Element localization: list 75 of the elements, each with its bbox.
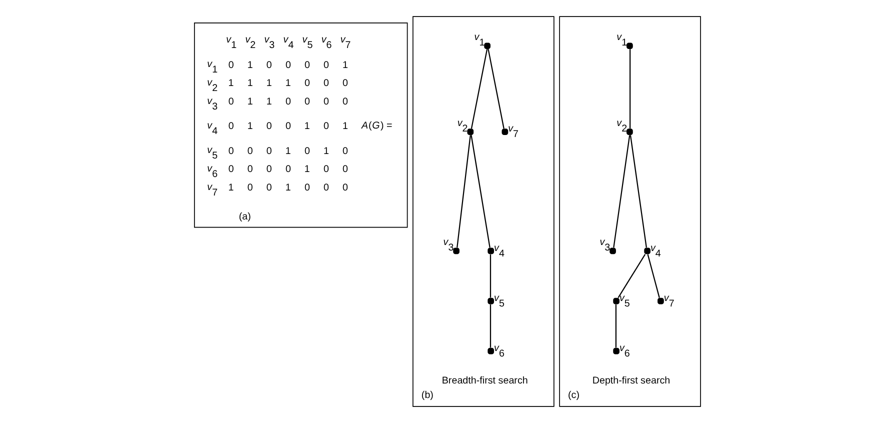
label: 0 xyxy=(342,96,348,108)
node-circle xyxy=(452,248,459,254)
label: 0 xyxy=(284,121,290,132)
label: 0 xyxy=(342,78,348,90)
label: 1 xyxy=(228,182,234,194)
label: 0 xyxy=(304,96,310,108)
label: 0 xyxy=(323,164,329,176)
node-circle xyxy=(612,348,619,354)
label: 1 xyxy=(228,78,234,90)
connector xyxy=(470,135,490,248)
label: 1 xyxy=(304,121,310,132)
label: 0 xyxy=(342,146,348,157)
label: 1 xyxy=(266,96,272,108)
node-circle xyxy=(644,248,650,254)
label: 0 xyxy=(323,121,329,132)
label: 0 xyxy=(284,60,290,71)
label: 1 xyxy=(246,60,252,71)
label: 0 xyxy=(266,60,272,71)
label: 0 xyxy=(304,78,310,90)
connector xyxy=(489,254,491,298)
label: 1 xyxy=(304,164,310,176)
label: 0 xyxy=(266,164,272,176)
label: 1 xyxy=(342,60,348,71)
label: 1 xyxy=(246,121,252,132)
node-circle xyxy=(484,42,490,50)
connector xyxy=(487,48,504,129)
label: 0 xyxy=(246,164,252,176)
node-circle xyxy=(626,42,632,50)
label: 1 xyxy=(284,146,290,157)
label: 1 xyxy=(266,78,272,90)
node-circle xyxy=(501,128,508,136)
label: 0 xyxy=(228,121,234,132)
label: 0 xyxy=(323,78,329,90)
node-circle xyxy=(612,298,619,304)
label: 0 xyxy=(342,182,348,194)
label: 0 xyxy=(342,164,348,176)
node-circle xyxy=(466,128,474,136)
label: 0 xyxy=(228,60,234,71)
label: 1 xyxy=(246,78,252,90)
label: 1 xyxy=(284,78,290,90)
label: 0 xyxy=(246,182,252,194)
label: 0 xyxy=(323,60,329,71)
node-circle xyxy=(487,248,494,254)
connector xyxy=(470,48,488,129)
connector xyxy=(646,254,660,298)
node-circle xyxy=(626,128,632,136)
connector xyxy=(617,254,646,298)
label: 0 xyxy=(304,60,310,71)
label: 0 xyxy=(284,164,290,176)
label: 0 xyxy=(266,182,272,194)
label: 0 xyxy=(304,146,310,157)
label: 1 xyxy=(342,121,348,132)
connector xyxy=(489,304,491,348)
node-circle xyxy=(487,298,494,304)
node-circle xyxy=(609,248,616,254)
label: 0 xyxy=(228,96,234,108)
label: 0 xyxy=(284,96,290,108)
connector xyxy=(456,135,470,248)
label: 1 xyxy=(284,182,290,194)
connector xyxy=(612,135,630,248)
label: 0 xyxy=(266,121,272,132)
label: 1 xyxy=(246,96,252,108)
connector xyxy=(614,304,616,348)
node-circle xyxy=(657,298,664,304)
connector xyxy=(629,135,646,248)
label: 0 xyxy=(304,182,310,194)
node-circle xyxy=(487,348,494,354)
connector xyxy=(628,49,630,128)
label: 0 xyxy=(228,146,234,157)
label: 0 xyxy=(323,96,329,108)
label: 0 xyxy=(246,146,252,157)
label: 0 xyxy=(266,146,272,157)
label: 0 xyxy=(228,164,234,176)
label: 0 xyxy=(323,182,329,194)
label: 1 xyxy=(322,146,328,157)
